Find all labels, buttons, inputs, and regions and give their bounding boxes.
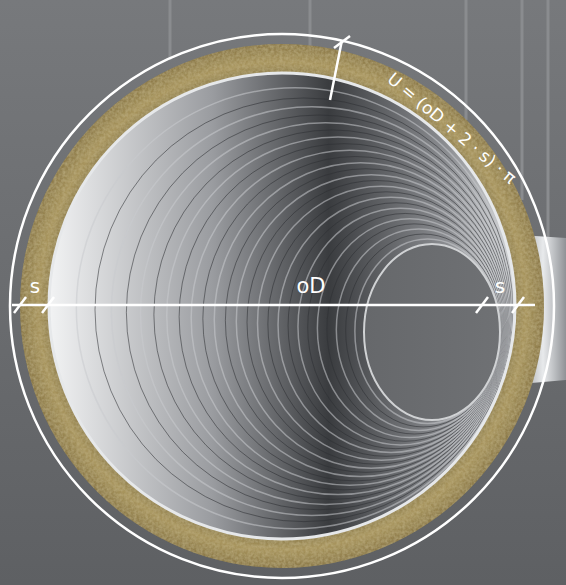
spiral-seam xyxy=(336,229,501,430)
spiral-seam xyxy=(258,186,506,460)
spiral-seam xyxy=(214,163,507,477)
spiral-seam xyxy=(225,169,506,473)
spiral-seam xyxy=(298,208,503,445)
spiral-seam xyxy=(355,239,501,423)
thickness-label: s xyxy=(495,276,505,296)
spiral-seam xyxy=(95,98,513,522)
spiral-seam xyxy=(111,107,512,516)
spiral-seam xyxy=(346,234,501,427)
thickness-label: s xyxy=(30,276,40,296)
spiral-seam xyxy=(288,203,504,449)
spiral-seam xyxy=(317,219,502,438)
spiral-seam xyxy=(236,175,506,469)
spiral-seam xyxy=(278,197,504,452)
spiral-seam xyxy=(76,88,513,529)
spiral-seam xyxy=(308,213,503,441)
spiral-seam xyxy=(126,115,511,510)
spiral-seam xyxy=(167,137,510,495)
spiral-seam xyxy=(154,130,510,499)
spiral-seam xyxy=(268,192,505,457)
spiral-seam xyxy=(179,144,509,490)
far-opening xyxy=(364,244,500,420)
spiral-seam xyxy=(140,123,510,505)
spiral-seam xyxy=(191,150,508,485)
spiral-seam xyxy=(247,180,506,464)
diameter-label: oD xyxy=(296,276,325,297)
spiral-seam xyxy=(327,224,502,434)
spiral-seam xyxy=(364,244,500,420)
spiral-seam xyxy=(203,157,508,481)
